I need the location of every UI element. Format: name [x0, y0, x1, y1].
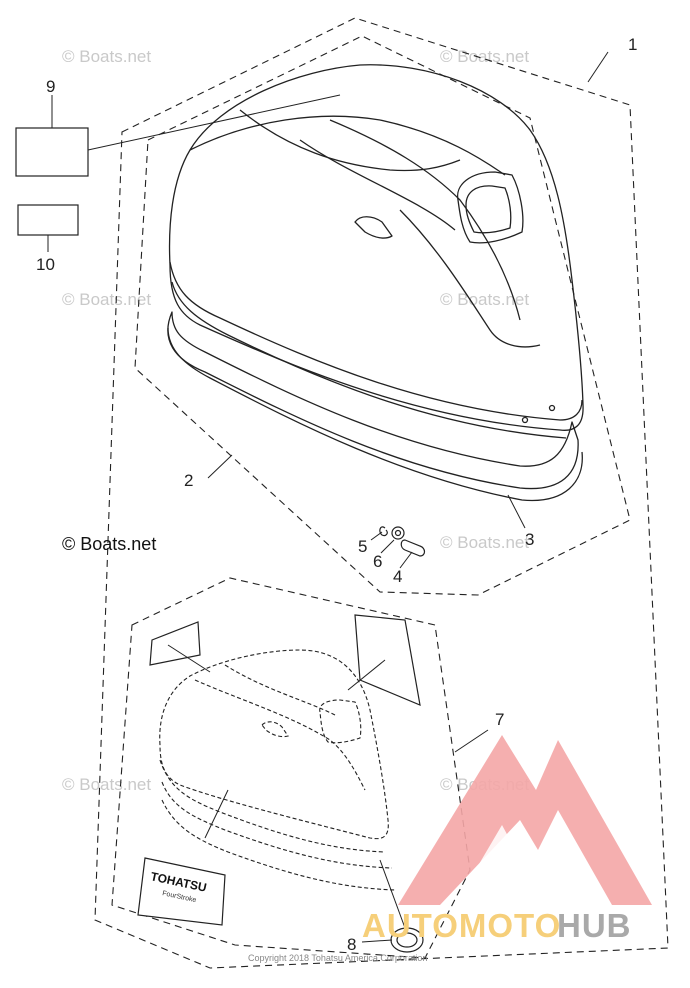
cowl-rim [169, 261, 583, 421]
rivet [521, 416, 529, 424]
air-intake [457, 171, 524, 244]
air-intake-opening [465, 185, 512, 234]
watermark: © Boats.net [62, 47, 151, 66]
group-boundaries [94, 17, 669, 969]
cowl-emblem [354, 216, 393, 239]
leader-lines [47, 51, 609, 943]
leader-7 [454, 729, 489, 753]
leader-decal-left [167, 644, 211, 673]
clip-part-5 [379, 526, 388, 537]
callouts: 1 2 3 4 5 6 7 8 9 10 [36, 35, 637, 954]
leader-2 [207, 454, 233, 479]
leader-6 [380, 539, 395, 554]
automotohub-logo: AUTOMOTO HUB [362, 735, 652, 944]
decal-right [354, 614, 421, 706]
callout-8: 8 [347, 935, 356, 954]
callout-4: 4 [393, 567, 402, 586]
leader-decal [204, 789, 229, 839]
logo-text-hub: HUB [557, 907, 632, 944]
small-parts [379, 526, 426, 557]
collar-part-4 [400, 539, 426, 557]
lower-cowl-rim [161, 781, 393, 869]
copyright-mark: © Boats.net [62, 534, 156, 554]
top-cowl [167, 64, 584, 502]
callout-3: 3 [525, 530, 534, 549]
decal-sheet-10 [17, 204, 79, 236]
decal-tohatsu [137, 857, 226, 926]
outer-group-boundary [94, 17, 669, 969]
callout-5: 5 [358, 537, 367, 556]
callout-10: 10 [36, 255, 55, 274]
seal-rubber-inner [167, 327, 583, 502]
decal-sheet-9 [15, 127, 89, 177]
lower-emblem [261, 721, 289, 738]
logo-triangle-inner [455, 825, 545, 905]
lower-cowl-ridge [224, 664, 336, 716]
leader-3 [507, 494, 526, 529]
leader-8 [361, 939, 393, 943]
watermark: © Boats.net [440, 290, 529, 309]
leader-5 [370, 531, 383, 541]
lower-group-boundary [111, 577, 471, 959]
watermark: © Boats.net [440, 533, 529, 552]
callout-6: 6 [373, 552, 382, 571]
footer-copyright: Copyright 2018 Tohatsu America Corporati… [248, 953, 427, 963]
decal-left [149, 621, 201, 666]
cowl-body [168, 64, 584, 431]
cowl-ridge [239, 109, 461, 172]
leader-4 [399, 551, 413, 569]
logo-triangle [398, 735, 652, 905]
cowl-ridge [329, 119, 521, 321]
cowl-rim-lower [171, 281, 567, 439]
seal-rubber [167, 311, 579, 490]
callout-9: 9 [46, 77, 55, 96]
watermark: © Boats.net [440, 47, 529, 66]
lower-cowl-rim [159, 759, 386, 853]
callout-7: 7 [495, 710, 504, 729]
watermark: © Boats.net [62, 775, 151, 794]
lower-seal [161, 799, 396, 891]
decal-cowl-set [159, 649, 396, 891]
leader-1 [587, 51, 609, 83]
leader-8b [379, 859, 406, 929]
rivet [548, 404, 556, 412]
upper-group-boundary [134, 35, 631, 596]
washer-part-6 [391, 526, 405, 540]
lower-cowl-ridge [194, 679, 366, 791]
lower-cowl-body [159, 649, 389, 840]
cowl-ridge [189, 115, 506, 176]
callout-2: 2 [184, 471, 193, 490]
decals [137, 614, 424, 953]
cowl-ridge [399, 209, 541, 348]
callout-1: 1 [628, 35, 637, 54]
cowl-ridge [299, 139, 456, 231]
washer-hole [394, 529, 402, 537]
watermark: © Boats.net [62, 290, 151, 309]
leader-decal-right [347, 659, 386, 691]
emblem-inner [396, 932, 418, 948]
decal-sheets [15, 127, 89, 236]
logo-text-automoto: AUTOMOTO [362, 907, 561, 944]
lower-air-intake [319, 699, 362, 744]
leader-9 [87, 94, 341, 151]
